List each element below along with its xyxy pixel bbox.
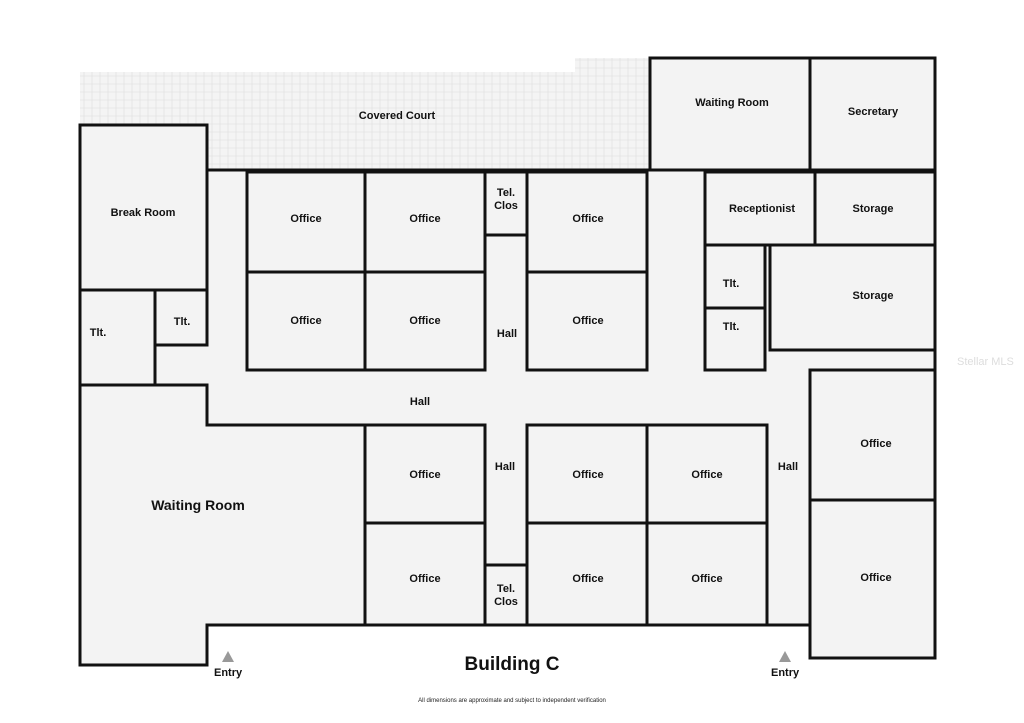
label-covered-court: Covered Court <box>359 110 436 122</box>
label-tlt: Tlt. <box>723 278 740 290</box>
waiting-room-2 <box>648 56 812 172</box>
label-office: Office <box>691 573 722 585</box>
office <box>363 270 487 372</box>
label-tlt: Tlt. <box>723 321 740 333</box>
storage <box>813 170 937 247</box>
entry-label: Entry <box>214 667 243 679</box>
label-office: Office <box>572 213 603 225</box>
label-office: Office <box>860 572 891 584</box>
entry-arrow <box>222 651 234 662</box>
tel-closet <box>483 170 529 237</box>
covered-court <box>80 58 650 170</box>
office <box>645 423 769 525</box>
label-office: Office <box>409 315 440 327</box>
label-office: Office <box>572 469 603 481</box>
toilet-left-2 <box>153 288 209 347</box>
office <box>645 521 769 627</box>
label-hall: Hall <box>497 328 517 340</box>
label-tel: Tel. <box>497 583 515 595</box>
receptionist <box>703 170 817 247</box>
office <box>363 423 487 525</box>
label-office: Office <box>290 315 321 327</box>
office <box>808 368 937 502</box>
label-tlt: Tlt. <box>174 316 191 328</box>
label-tlt: Tlt. <box>90 327 107 339</box>
office <box>525 170 649 274</box>
label-waiting-room: Waiting Room <box>151 497 245 513</box>
office <box>525 423 649 525</box>
label-office: Office <box>409 213 440 225</box>
tel-closet <box>483 563 529 627</box>
entry-arrow <box>779 651 791 662</box>
office <box>525 270 649 372</box>
break-room <box>78 123 209 292</box>
office <box>363 521 487 627</box>
label-hall: Hall <box>495 461 515 473</box>
label-storage: Storage <box>853 290 894 302</box>
label-hall: Hall <box>778 461 798 473</box>
label-secretary: Secretary <box>848 106 899 118</box>
label-storage: Storage <box>853 203 894 215</box>
label-office: Office <box>290 213 321 225</box>
label-waiting-room-2: Waiting Room <box>695 97 769 109</box>
label-receptionist: Receptionist <box>729 203 795 215</box>
toilet <box>703 306 767 372</box>
label-office: Office <box>572 573 603 585</box>
label-office: Office <box>572 315 603 327</box>
entry-label: Entry <box>771 667 800 679</box>
watermark: Stellar MLS <box>957 356 1014 368</box>
label-office: Office <box>409 469 440 481</box>
office <box>245 270 367 372</box>
office <box>363 170 487 274</box>
storage <box>768 243 937 352</box>
label-office: Office <box>860 438 891 450</box>
building-title: Building C <box>464 654 560 675</box>
label-clos: Clos <box>494 200 518 212</box>
office <box>808 498 937 660</box>
secretary <box>808 56 937 172</box>
label-clos: Clos <box>494 596 518 608</box>
label-office: Office <box>409 573 440 585</box>
label-tel: Tel. <box>497 187 515 199</box>
waiting-room-main <box>78 383 367 667</box>
label-office: Office <box>691 469 722 481</box>
toilet <box>703 243 767 310</box>
label-hall: Hall <box>410 396 430 408</box>
disclaimer: All dimensions are approximate and subje… <box>418 698 606 704</box>
label-break-room: Break Room <box>111 207 176 219</box>
